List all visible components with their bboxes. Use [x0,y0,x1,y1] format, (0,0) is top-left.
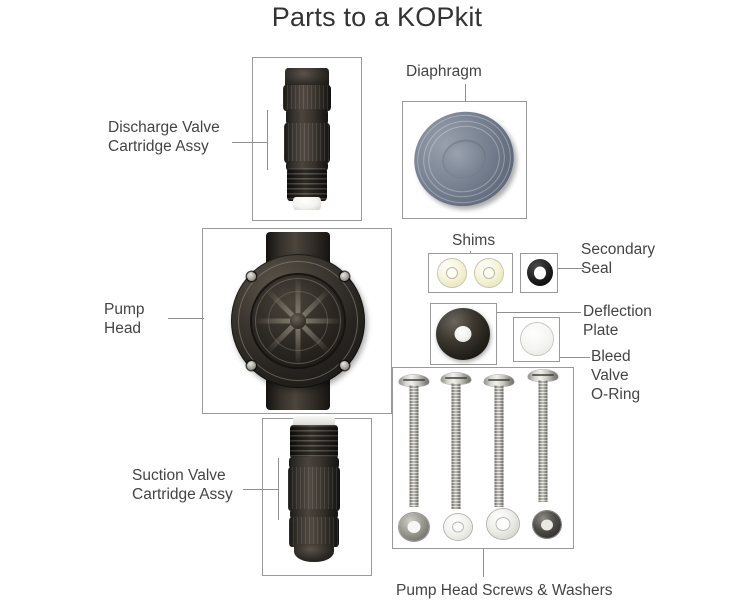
deflection-plate-leader [497,312,581,313]
shims-label: Shims [452,232,496,249]
pump-head-part [218,232,378,410]
secondary-seal-oring [527,259,553,286]
secondary-seal-label: Secondary Seal [581,241,656,277]
pump-head-washer [444,514,472,540]
screws-washers-leader [483,549,484,577]
suction-valve-leader [243,489,279,490]
bleed-valve-oring-part [521,323,553,355]
pump-head-washer [399,513,429,541]
pump-head-screw [527,370,559,502]
diaphragm-disc [402,100,526,218]
pump-head-washer [533,511,561,538]
shim-washer [438,259,466,287]
deflection-plate-part [436,308,490,360]
secondary-seal-leader [558,268,584,269]
pump-head-cavity [250,273,346,369]
bleed-valve-leader [560,357,590,358]
discharge-valve-leader [232,142,268,143]
diaphragm-leader [465,84,466,102]
diaphragm-label: Diaphragm [406,63,482,80]
pump-head-screw [483,375,515,507]
pump-head-screw [440,373,472,509]
screws-washers-label: Pump Head Screws & Washers [396,582,613,599]
pump-head-leader [168,318,204,319]
suction-valve-cartridge-part [277,416,351,566]
pump-head-screw [398,375,430,507]
diaphragm-part [402,100,526,218]
discharge-valve-leader-stub [267,110,268,170]
shim-washer [475,259,503,287]
bleed-valve-oring-label: Bleed Valve O-Ring [591,348,641,403]
deflection-plate-label: Deflection Plate [583,303,652,339]
pump-head-bolt [247,272,256,281]
suction-valve-leader-stub [278,458,279,520]
pump-head-bolt [340,272,349,281]
pump-head-body [231,254,365,388]
discharge-valve-cartridge-part [272,68,342,214]
discharge-valve-label: Discharge Valve Cartridge Assy [108,119,220,155]
pump-head-bolt [247,361,256,370]
page-title: Parts to a KOPkit [271,2,483,32]
pump-head-bolt [340,361,349,370]
pump-head-label: Pump Head [104,301,145,337]
suction-valve-label: Suction Valve Cartridge Assy [132,467,233,503]
pump-head-washer [487,509,519,539]
